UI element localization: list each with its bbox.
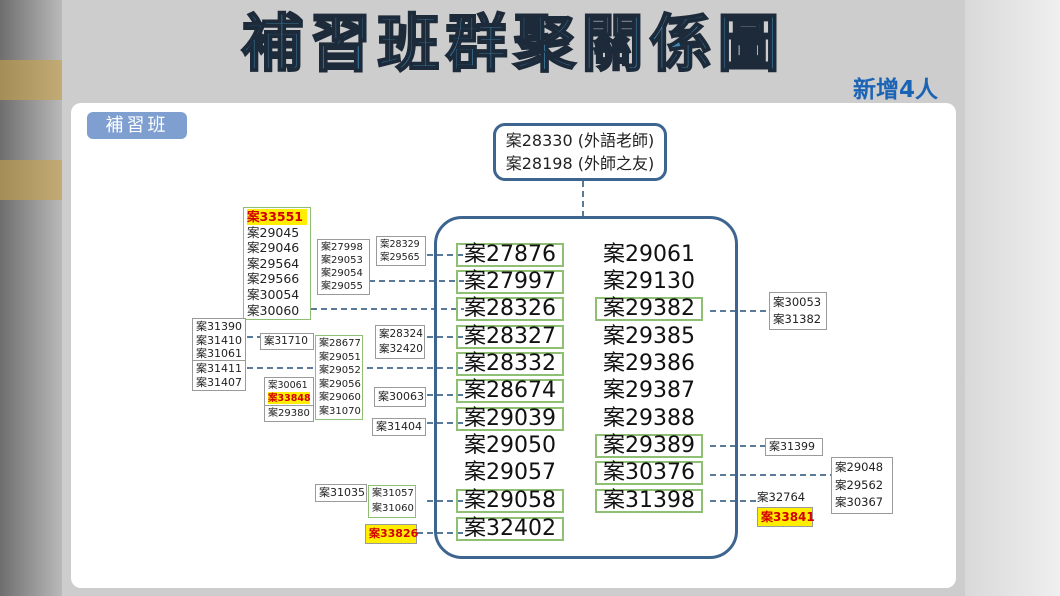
contact-case: 案30054 [247,286,300,302]
contact-case: 案30367 [835,495,884,509]
contact-case: 案29564 [247,255,300,271]
contact-case: 案29046 [247,240,300,256]
case-node: 案29061 [603,242,695,267]
cluster-tag: 補習班 [87,112,187,139]
contact-case: 案28329 [380,239,420,250]
contact-list-box: 案33551 案29045 案29046 案29564 案29566 案3005… [243,207,311,321]
contact-list-box: 案29048 案29562 案30367 [831,457,893,514]
contact-case: 案31390 [196,320,242,333]
background-stripe [0,160,62,200]
case-node: 案30376 [595,461,703,485]
case-node: 案29130 [603,269,695,294]
case-node: 案28327 [456,325,564,349]
diagram-card: 補習班 案28330 (外語老師) 案281 [71,103,956,588]
case-node: 案29050 [464,433,556,458]
contact-case: 案31411 [196,362,242,375]
contact-case: 案29051 [319,351,361,363]
contact-case-box: 案29380 [264,405,314,422]
contact-case-box: 案30063 [374,387,426,407]
case-node: 案28332 [456,352,564,376]
contact-list-box: 案31390 案31410 案31061 [192,318,246,363]
case-node: 案29389 [595,434,703,458]
contact-case-box: 案31404 [372,418,426,436]
case-node: 案28674 [456,379,564,403]
contact-list-box: 案28677 案29051 案29052 案29056 案29060 案3107… [315,335,363,420]
case-node: 案29385 [603,324,695,349]
case-node: 案29388 [603,406,695,431]
case-node: 案29039 [456,407,564,431]
contact-case: 案31410 [196,333,242,347]
contact-case: 案30060 [247,302,300,318]
contact-case: 案31057 [372,488,414,499]
case-node: 案29057 [464,460,556,485]
source-case-line: 案28330 (外語老師) [505,131,655,150]
contact-case: 案32420 [379,343,423,355]
contact-case: 案31060 [372,502,414,514]
contact-case-label: 案32764 [757,490,806,504]
case-node: 案27997 [456,270,564,294]
case-node: 案31398 [595,489,703,513]
contact-case: 案28324 [379,328,423,340]
case-node: 案29386 [603,351,695,376]
case-node: 案29387 [603,378,695,403]
contact-list-box: 案30061 案33848 [264,377,314,406]
contact-case: 案31382 [773,312,822,326]
contact-list-box: 案27998 案29053 案29054 案29055 [317,239,370,295]
new-case-highlight: 案33841 [757,507,815,527]
contact-case: 案29060 [319,392,361,403]
right-background [965,0,1060,596]
contact-case: 案31407 [196,375,242,389]
background-stripe [0,60,62,100]
contact-case: 案29048 [835,460,884,474]
contact-list-box: 案31057 案31060 [368,485,416,518]
contact-case-box: 案31399 [765,438,823,456]
contact-list-box: 案30053 案31382 [769,292,827,330]
slide-panel: 補習班群聚關係圖 新增4人 補習班 [62,0,965,596]
contact-case: 案30061 [268,380,308,391]
contact-case: 案29566 [247,271,300,287]
contact-case: 案29562 [835,477,884,492]
contact-case-highlight: 案33551 [247,209,307,225]
new-case-highlight: 案33826 [365,524,418,544]
left-background [0,0,62,596]
case-node: 案32402 [456,517,564,541]
contact-list-box: 案28329 案29565 [376,236,426,266]
case-node: 案27876 [456,243,564,267]
contact-case-box: 案31710 [260,333,314,350]
case-node: 案29382 [595,297,703,321]
contact-case: 案28677 [319,338,361,349]
contact-case: 案29565 [380,252,420,263]
source-case-line: 案28198 (外師之友) [505,154,655,173]
contact-case: 案29054 [321,268,363,279]
contact-case: 案31061 [196,347,242,360]
contact-case: 案31070 [319,405,361,417]
source-case-box: 案28330 (外語老師) 案28198 (外師之友) [493,123,667,181]
new-cases-badge: 新增4人 [853,77,939,103]
contact-case-box: 案31035 [315,484,367,502]
contact-list-box: 案28324 案32420 [375,325,425,359]
contact-case-highlight: 案33848 [268,391,311,404]
contact-case: 案29056 [319,378,361,390]
contact-list-box: 案31411 案31407 [192,360,246,391]
contact-case: 案27998 [321,242,363,253]
cluster-frame [434,216,738,559]
contact-case: 案29053 [321,255,363,266]
contact-case: 案29055 [321,281,363,292]
case-node: 案29058 [456,489,564,513]
contact-case: 案30053 [773,295,822,309]
contact-case: 案29045 [247,224,300,240]
case-node: 案28326 [456,297,564,321]
diagram-title: 補習班群聚關係圖 [240,6,786,81]
contact-case: 案29052 [319,365,361,376]
